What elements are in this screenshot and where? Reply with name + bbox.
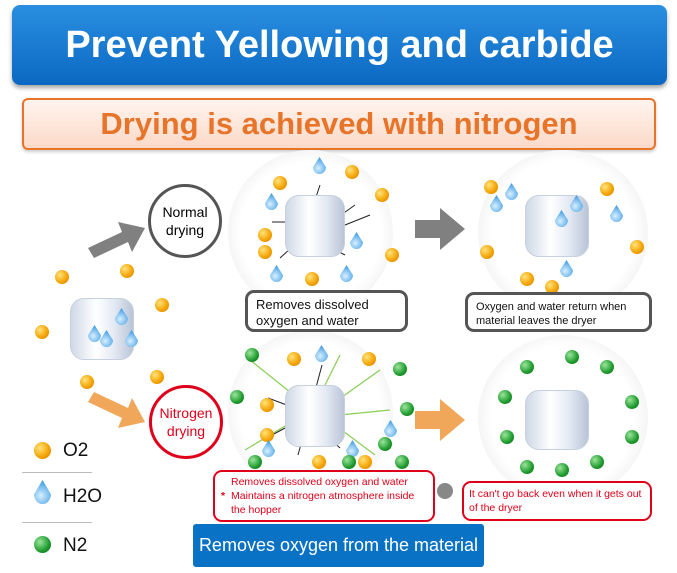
- nitrogen-molecule-icon: [555, 463, 569, 477]
- nitrogen-molecule-icon: [520, 360, 534, 374]
- gray-arrow-right-icon: [415, 208, 465, 250]
- material-pellet-normal-drying-icon: [285, 195, 345, 257]
- nitrogen-molecule-icon: [498, 390, 512, 404]
- nitrogen-molecule-icon: [500, 430, 514, 444]
- material-pellet-nitrogen-after-icon: [525, 390, 589, 450]
- oxygen-molecule-icon: [480, 245, 494, 259]
- nitrogen-molecule-icon: [248, 455, 262, 469]
- oxygen-molecule-icon: [55, 270, 69, 284]
- oxygen-molecule-icon: [385, 248, 399, 262]
- subtitle-banner: Drying is achieved with nitrogen: [22, 98, 656, 150]
- nitrogen-molecule-icon: [245, 348, 259, 362]
- oxygen-molecule-icon: [287, 352, 301, 366]
- nitrogen-during-note: Removes dissolved oxygen and water * Main…: [213, 470, 435, 522]
- normal-during-note: Removes dissolved oxygen and water: [245, 290, 408, 332]
- material-pellet-nitrogen-drying-icon: [285, 385, 345, 447]
- nitrogen-molecule-icon: [625, 430, 639, 444]
- oxygen-molecule-icon: [484, 180, 498, 194]
- oxygen-molecule-icon: [362, 352, 376, 366]
- nitrogen-after-note: It can't go back even when it gets out o…: [462, 481, 652, 521]
- gray-dot-icon: [437, 483, 453, 499]
- oxygen-molecule-icon: [600, 182, 614, 196]
- oxygen-molecule-icon: [273, 176, 287, 190]
- oxygen-molecule-icon: [545, 280, 559, 294]
- legend-divider: [22, 522, 92, 523]
- nitrogen-molecule-icon: [600, 360, 614, 374]
- oxygen-molecule-icon: [260, 428, 274, 442]
- oxygen-molecule-icon: [305, 272, 319, 286]
- oxygen-molecule-icon: [150, 370, 164, 384]
- oxygen-molecule-icon: [34, 442, 51, 459]
- material-pellet-normal-after-icon: [525, 195, 589, 257]
- gray-arrow-up-icon: [88, 222, 145, 258]
- oxygen-molecule-icon: [120, 264, 134, 278]
- nitrogen-molecule-icon: [34, 536, 51, 553]
- oxygen-molecule-icon: [258, 245, 272, 259]
- oxygen-molecule-icon: [258, 228, 272, 242]
- nitrogen-molecule-icon: [625, 395, 639, 409]
- raw-material-pellet-icon: [70, 298, 134, 360]
- oxygen-molecule-icon: [155, 298, 169, 312]
- legend-o2: O2: [63, 440, 89, 461]
- nitrogen-molecule-icon: [565, 350, 579, 364]
- oxygen-molecule-icon: [260, 398, 274, 412]
- nitrogen-molecule-icon: [590, 455, 604, 469]
- oxygen-molecule-icon: [312, 455, 326, 469]
- nitrogen-drying-text: Nitrogen drying: [159, 405, 213, 439]
- orange-arrow-down-icon: [88, 392, 145, 428]
- legend-divider: [22, 472, 92, 473]
- note-line-2: Maintains a nitrogen atmosphere inside t…: [231, 490, 415, 516]
- nitrogen-molecule-icon: [395, 455, 409, 469]
- oxygen-molecule-icon: [345, 165, 359, 179]
- nitrogen-molecule-icon: [230, 390, 244, 404]
- normal-drying-text: Normal drying: [162, 204, 208, 238]
- nitrogen-molecule-icon: [520, 460, 534, 474]
- legend-n2: N2: [63, 535, 88, 556]
- oxygen-molecule-icon: [358, 455, 372, 469]
- oxygen-molecule-icon: [375, 188, 389, 202]
- oxygen-molecule-icon: [35, 325, 49, 339]
- nitrogen-molecule-icon: [378, 437, 392, 451]
- oxygen-molecule-icon: [520, 272, 534, 286]
- normal-after-note: Oxygen and water return when material le…: [465, 292, 652, 332]
- nitrogen-molecule-icon: [400, 402, 414, 416]
- nitrogen-drying-label: Nitrogen drying: [149, 385, 223, 459]
- oxygen-molecule-icon: [80, 375, 94, 389]
- nitrogen-molecule-icon: [393, 362, 407, 376]
- asterisk-mark: *: [221, 490, 226, 502]
- nitrogen-molecule-icon: [342, 455, 356, 469]
- normal-drying-label: Normal drying: [148, 184, 222, 258]
- footer-banner: Removes oxygen from the material: [193, 524, 484, 567]
- orange-arrow-right-icon: [415, 399, 465, 441]
- oxygen-molecule-icon: [630, 240, 644, 254]
- note-line-1: Removes dissolved oxygen and water: [231, 476, 408, 488]
- legend-h2o: H2O: [63, 486, 103, 507]
- page-title: Prevent Yellowing and carbide: [12, 5, 667, 85]
